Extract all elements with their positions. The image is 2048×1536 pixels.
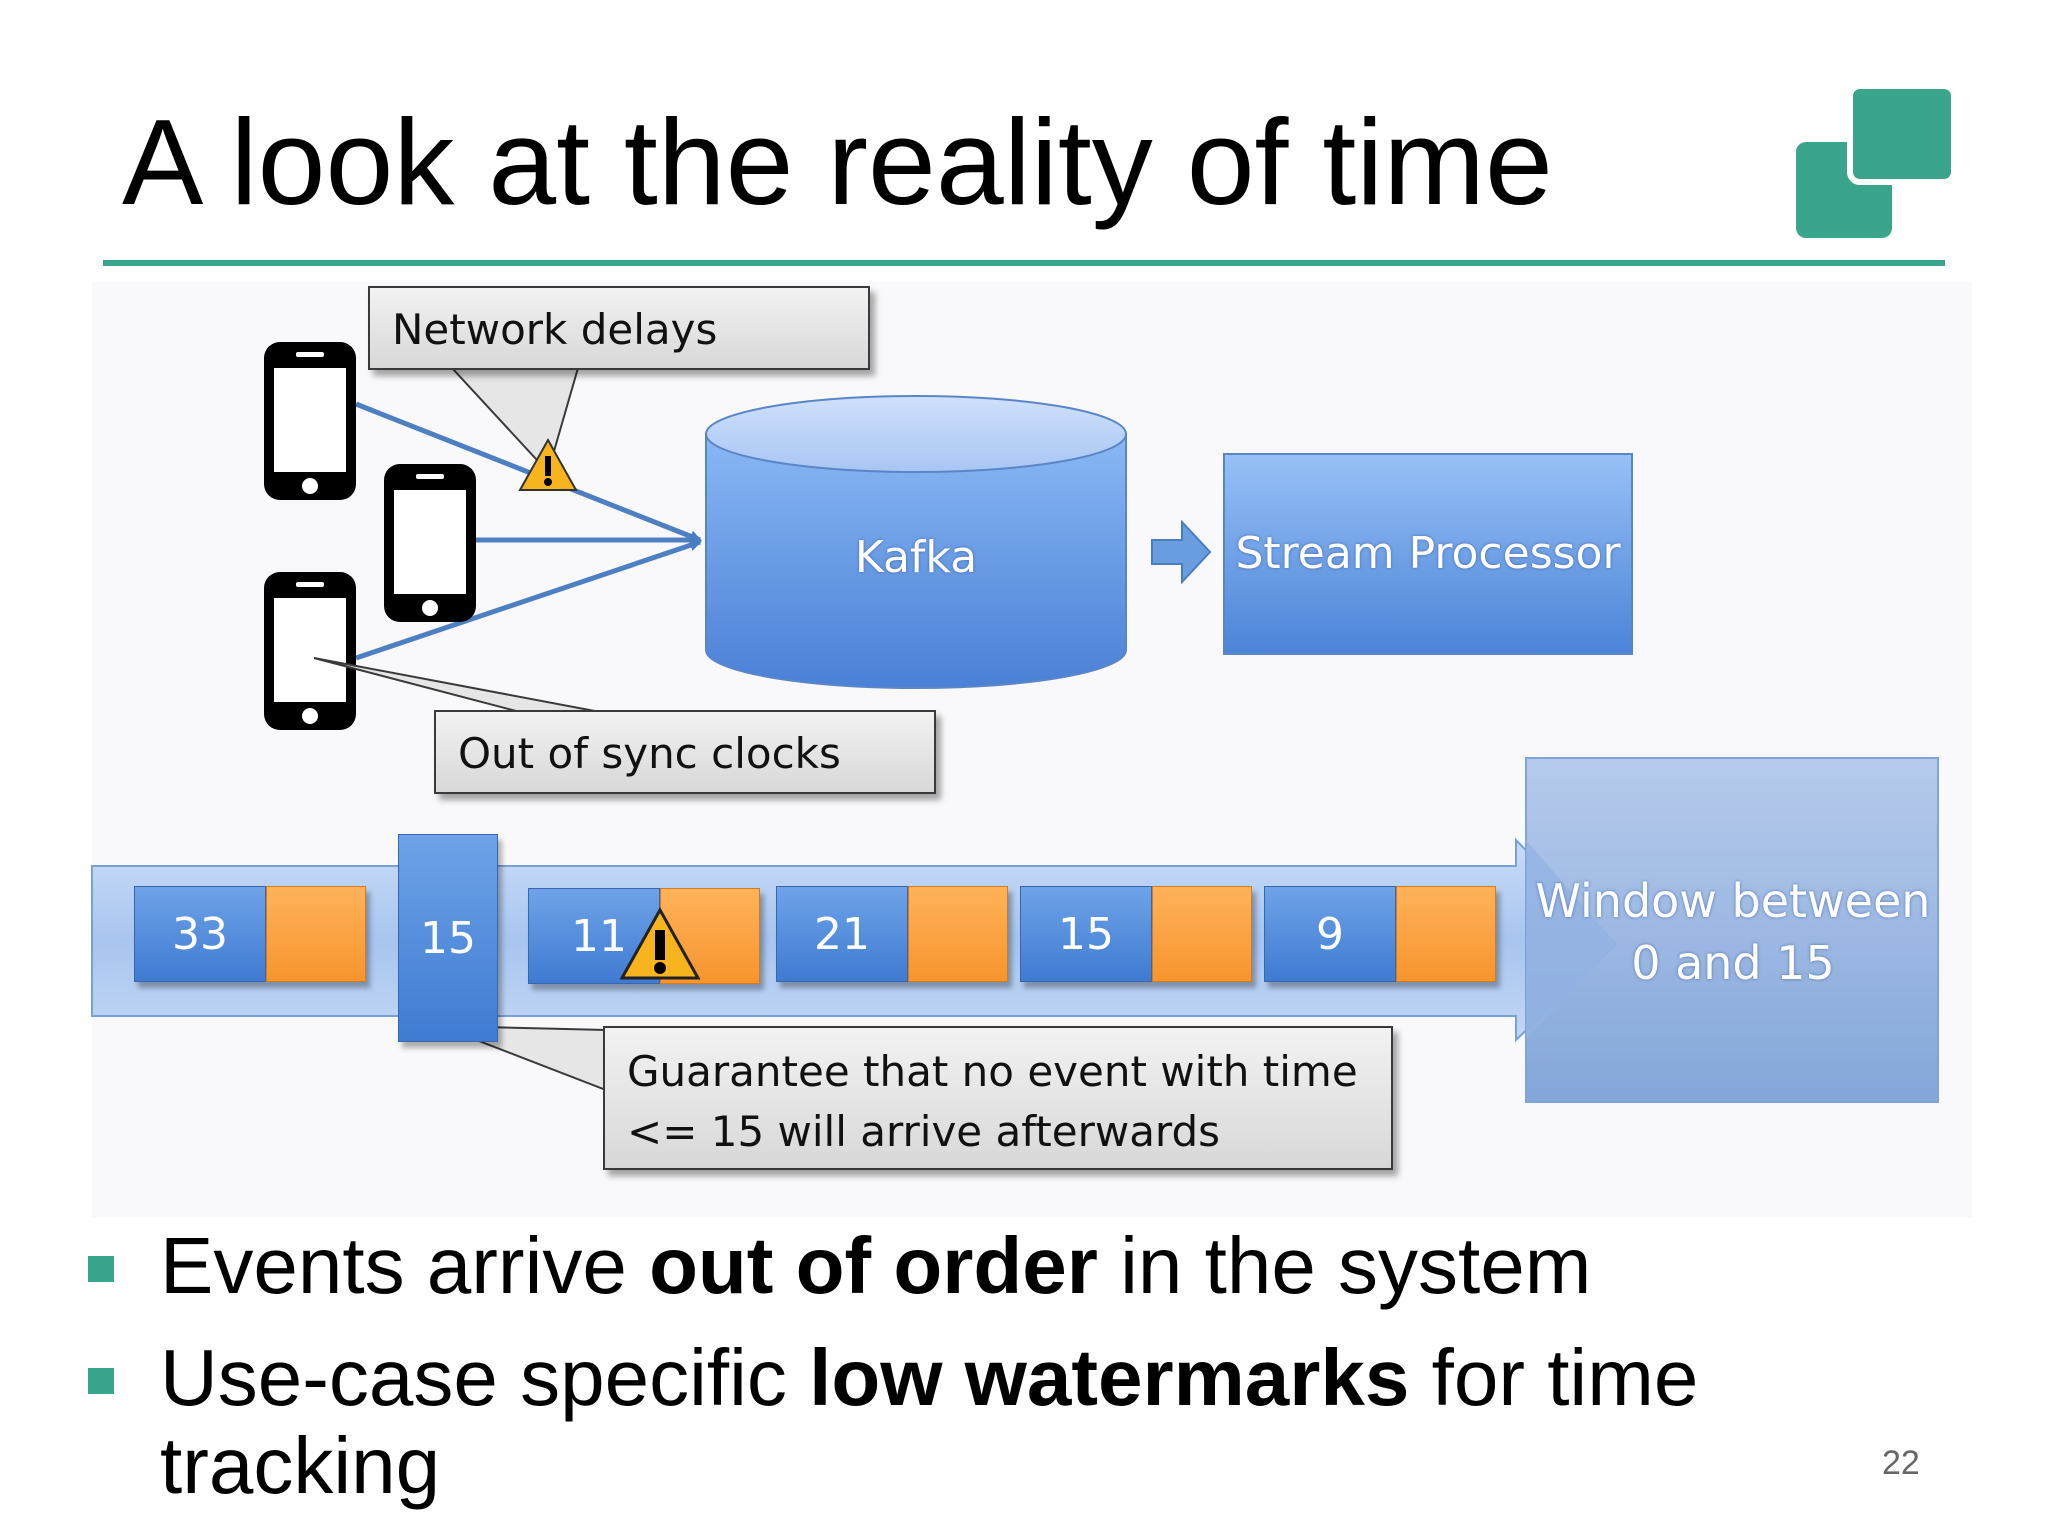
clocks-callout-pointer xyxy=(313,657,601,713)
bullet-1-post: in the system xyxy=(1097,1221,1592,1310)
phone-icon xyxy=(264,342,356,500)
event-payload xyxy=(908,886,1008,982)
window-label: Window between 0 and 15 xyxy=(1525,870,1941,994)
kafka-label: Kafka xyxy=(854,532,978,583)
event-block: 15 xyxy=(1020,886,1252,982)
warning-icon xyxy=(518,437,578,491)
phone-icon xyxy=(264,572,356,730)
slide-title: A look at the reality of time xyxy=(122,94,1553,230)
bullet-marker xyxy=(88,1368,114,1394)
bullet-1-bold: out of order xyxy=(649,1221,1098,1310)
network-callout-pointer xyxy=(449,367,580,474)
stream-processor-label: Stream Processor xyxy=(1235,528,1621,579)
logo-icon xyxy=(1796,83,1957,238)
guarantee-line-1: Guarantee that no event with time xyxy=(627,1047,1358,1096)
network-delays-callout: Network delays xyxy=(368,286,870,370)
guarantee-line-2: <= 15 will arrive afterwards xyxy=(627,1107,1221,1156)
bullet-2-pre: Use-case specific xyxy=(160,1333,810,1422)
window-line-1: Window between xyxy=(1535,874,1931,928)
stream-processor-box xyxy=(1223,453,1633,655)
page-number: 22 xyxy=(1882,1444,1920,1482)
bullet-2-post: for time xyxy=(1409,1333,1699,1422)
bullet-1: Events arrive out of order in the system xyxy=(160,1220,1591,1312)
event-timestamp: 9 xyxy=(1264,886,1396,982)
connection-lines xyxy=(355,401,702,661)
event-timestamp: 33 xyxy=(134,886,266,982)
bullet-2-bold: low watermarks xyxy=(809,1333,1410,1422)
watermark-guarantee-callout: Guarantee that no event with time <= 15 … xyxy=(603,1026,1393,1170)
bullet-2: Use-case specific low watermarks for tim… xyxy=(160,1332,1698,1424)
event-payload xyxy=(266,886,366,982)
bullet-1-pre: Events arrive xyxy=(160,1221,650,1310)
right-arrow-icon xyxy=(1151,519,1212,585)
bullet-marker xyxy=(88,1256,114,1282)
event-timestamp: 21 xyxy=(776,886,908,982)
warning-icon xyxy=(619,906,701,980)
watermark-block: 15 xyxy=(398,834,498,1042)
out-of-sync-clocks-callout: Out of sync clocks xyxy=(434,710,936,794)
window-line-2: 0 and 15 xyxy=(1631,936,1835,990)
event-block: 21 xyxy=(776,886,1008,982)
kafka-cylinder xyxy=(705,395,1127,689)
bullet-2-continuation: tracking xyxy=(160,1421,441,1510)
event-payload xyxy=(1152,886,1252,982)
event-block: 33 xyxy=(134,886,366,982)
phone-icon xyxy=(384,464,476,622)
title-divider xyxy=(103,260,1945,266)
event-timestamp: 15 xyxy=(1020,886,1152,982)
event-payload xyxy=(1396,886,1496,982)
event-block: 9 xyxy=(1264,886,1496,982)
